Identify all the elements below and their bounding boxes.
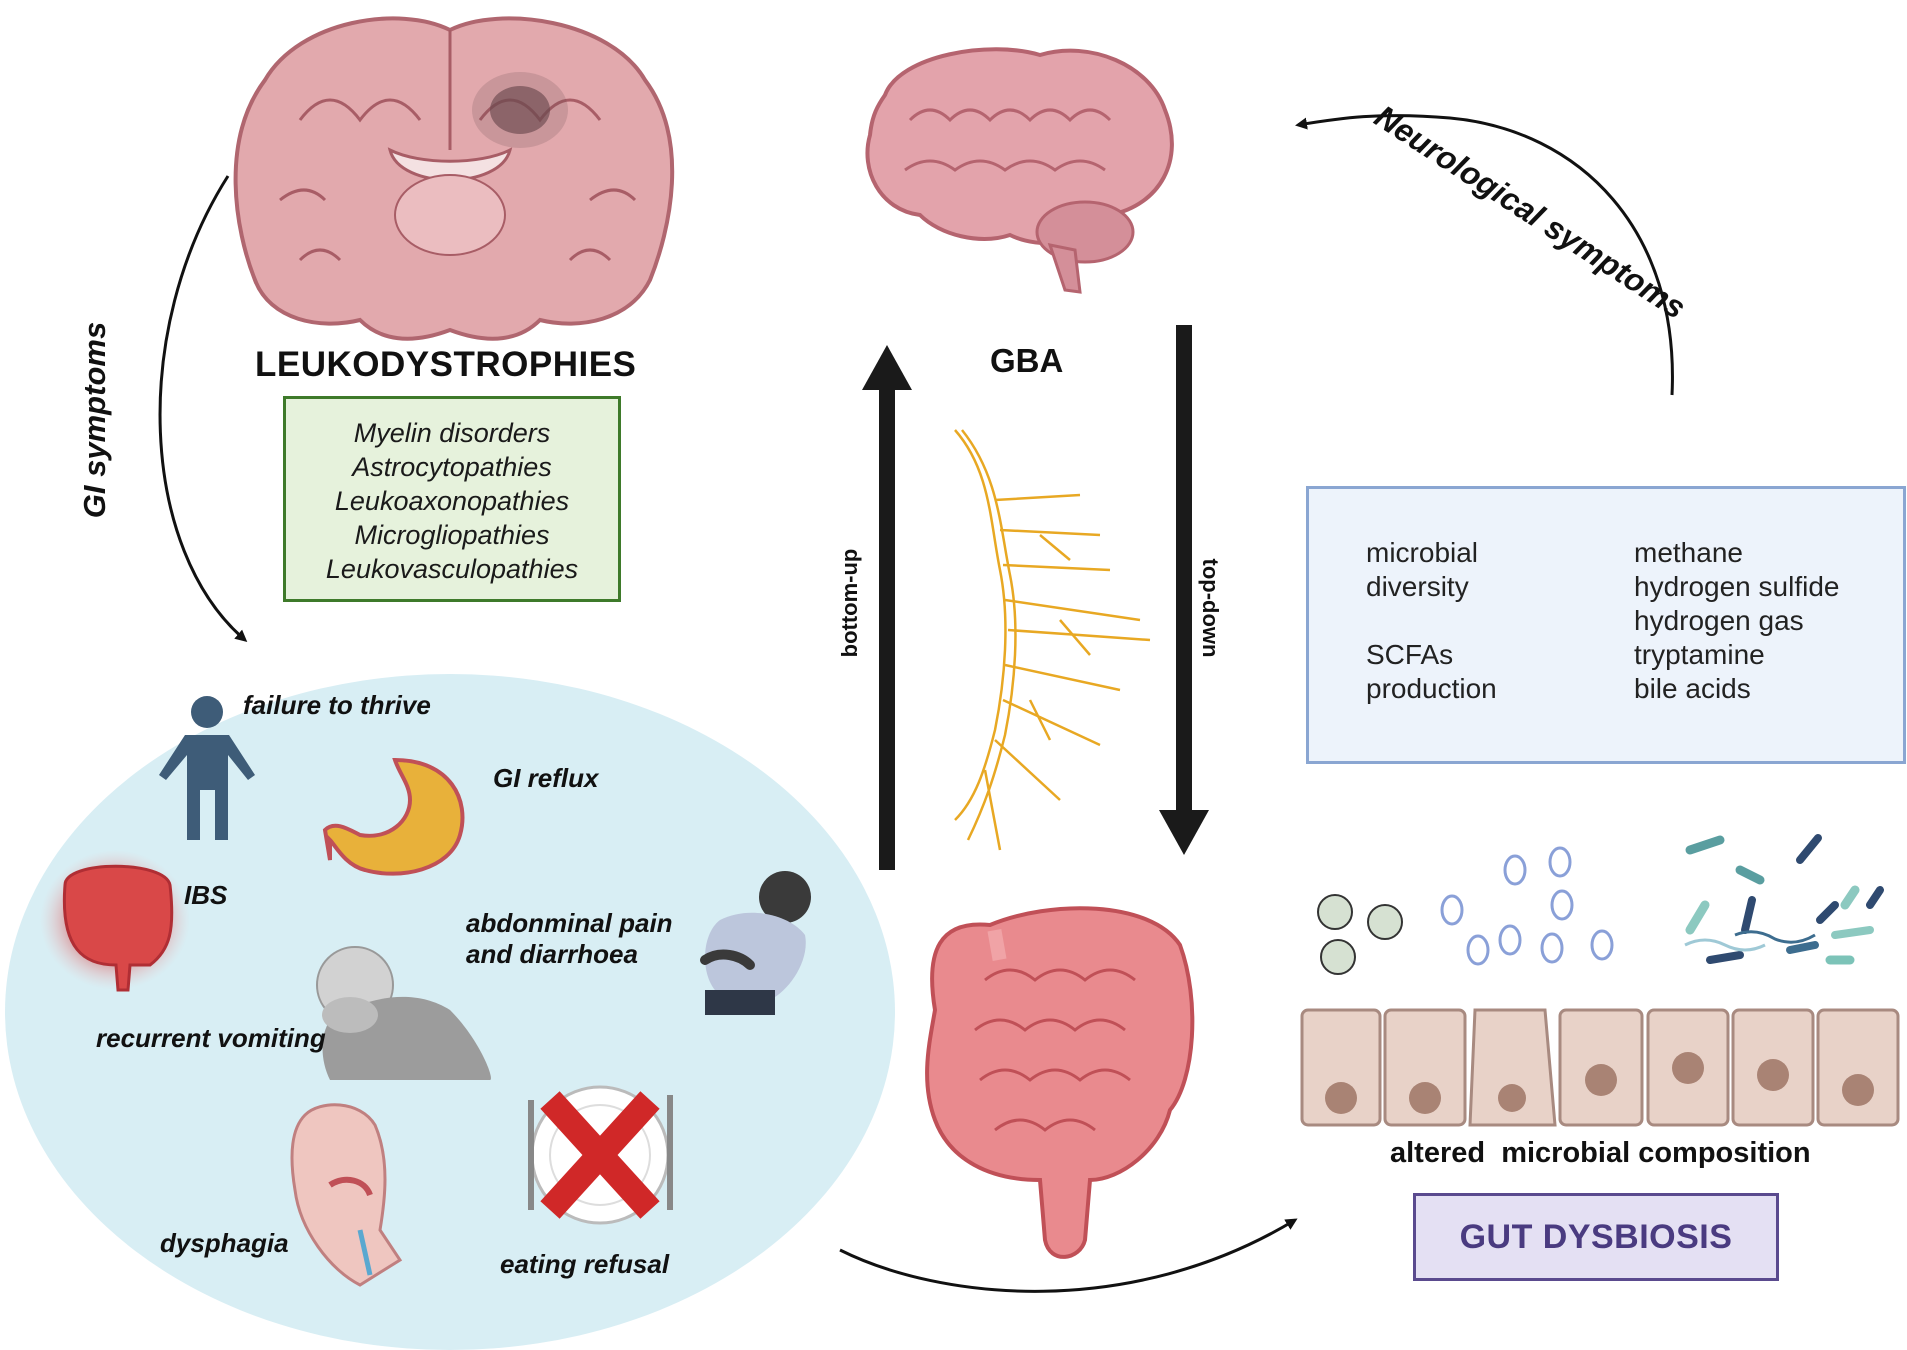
ibs-label: IBS xyxy=(184,880,228,910)
failure-to-thrive-label: failure to thrive xyxy=(243,690,431,720)
increased-item: methane xyxy=(1634,537,1743,568)
top-down-arrow xyxy=(1159,325,1209,855)
child-figure-icon xyxy=(159,696,255,840)
increased-item: hydrogen gas xyxy=(1634,605,1804,636)
vomiting-figure-illustration xyxy=(316,946,491,1080)
ibs-colon-illustration xyxy=(40,850,190,992)
epithelial-cells-illustration xyxy=(1300,1008,1900,1127)
vagus-nerve-illustration xyxy=(954,429,1151,851)
abdominal-pain-line2: and diarrhoea xyxy=(466,939,638,969)
leukodystrophies-title: LEUKODYSTROPHIES xyxy=(255,345,637,384)
gut-dysbiosis-label: GUT DYSBIOSIS xyxy=(1459,1217,1733,1256)
bottom-up-arrow xyxy=(862,345,912,870)
decreased-item: diversity xyxy=(1366,571,1469,602)
microbes-illustration xyxy=(1317,834,1884,975)
decreased-item: SCFAs xyxy=(1366,639,1454,670)
gi-symptoms-label: GI symptoms xyxy=(77,321,112,519)
increased-list: methane hydrogen sulfide hydrogen gas tr… xyxy=(1634,536,1839,706)
gut-to-dysbiosis-arrow xyxy=(839,1218,1298,1293)
dysphagia-head-illustration xyxy=(290,1103,403,1287)
bottom-up-label: bottom-up xyxy=(837,548,862,658)
dysphagia-label: dysphagia xyxy=(160,1228,289,1258)
decreased-item: microbial xyxy=(1366,537,1479,568)
disorder-item: Leukovasculopathies xyxy=(325,554,579,584)
recurrent-vomiting-label: recurrent vomiting xyxy=(96,1023,326,1053)
coronal-brain-illustration xyxy=(233,16,675,341)
increased-item: hydrogen sulfide xyxy=(1634,571,1840,602)
top-down-label: top-down xyxy=(1198,558,1223,658)
brain-illustration xyxy=(865,47,1174,294)
disorder-item: Leukoaxonopathies xyxy=(334,486,570,516)
gba-label: GBA xyxy=(990,342,1064,379)
disorder-item: Astrocytopathies xyxy=(352,452,552,482)
disorder-item: Myelin disorders xyxy=(353,418,551,448)
eating-refusal-label: eating refusal xyxy=(500,1249,670,1279)
abdominal-pain-label: abdonminal pain and diarrhoea xyxy=(466,908,673,970)
intestines-illustration xyxy=(925,906,1195,1259)
stomach-illustration xyxy=(322,757,465,876)
disorder-item: Microgliopathies xyxy=(354,520,550,550)
increased-item: bile acids xyxy=(1634,673,1751,704)
eating-refusal-illustration xyxy=(528,1085,673,1225)
decreased-item: production xyxy=(1366,673,1497,704)
abdominal-pain-line1: abdonminal pain xyxy=(466,908,673,938)
gut-dysbiosis-box: GUT DYSBIOSIS xyxy=(1413,1193,1779,1281)
neurological-symptoms-arrow xyxy=(1295,114,1674,396)
red-x-icon xyxy=(540,1091,660,1219)
increased-item: tryptamine xyxy=(1634,639,1765,670)
gi-reflux-label: GI reflux xyxy=(493,763,599,793)
gi-symptoms-arrow xyxy=(158,175,248,642)
leukodystrophy-categories-box: Myelin disorders Astrocytopathies Leukoa… xyxy=(283,396,621,602)
abdominal-pain-figure-illustration xyxy=(700,871,811,1015)
decreased-list: microbial diversity SCFAs production xyxy=(1366,536,1497,706)
altered-composition-label: altered microbial composition xyxy=(1390,1137,1811,1169)
microbiome-changes-box: microbial diversity SCFAs production met… xyxy=(1306,486,1906,764)
